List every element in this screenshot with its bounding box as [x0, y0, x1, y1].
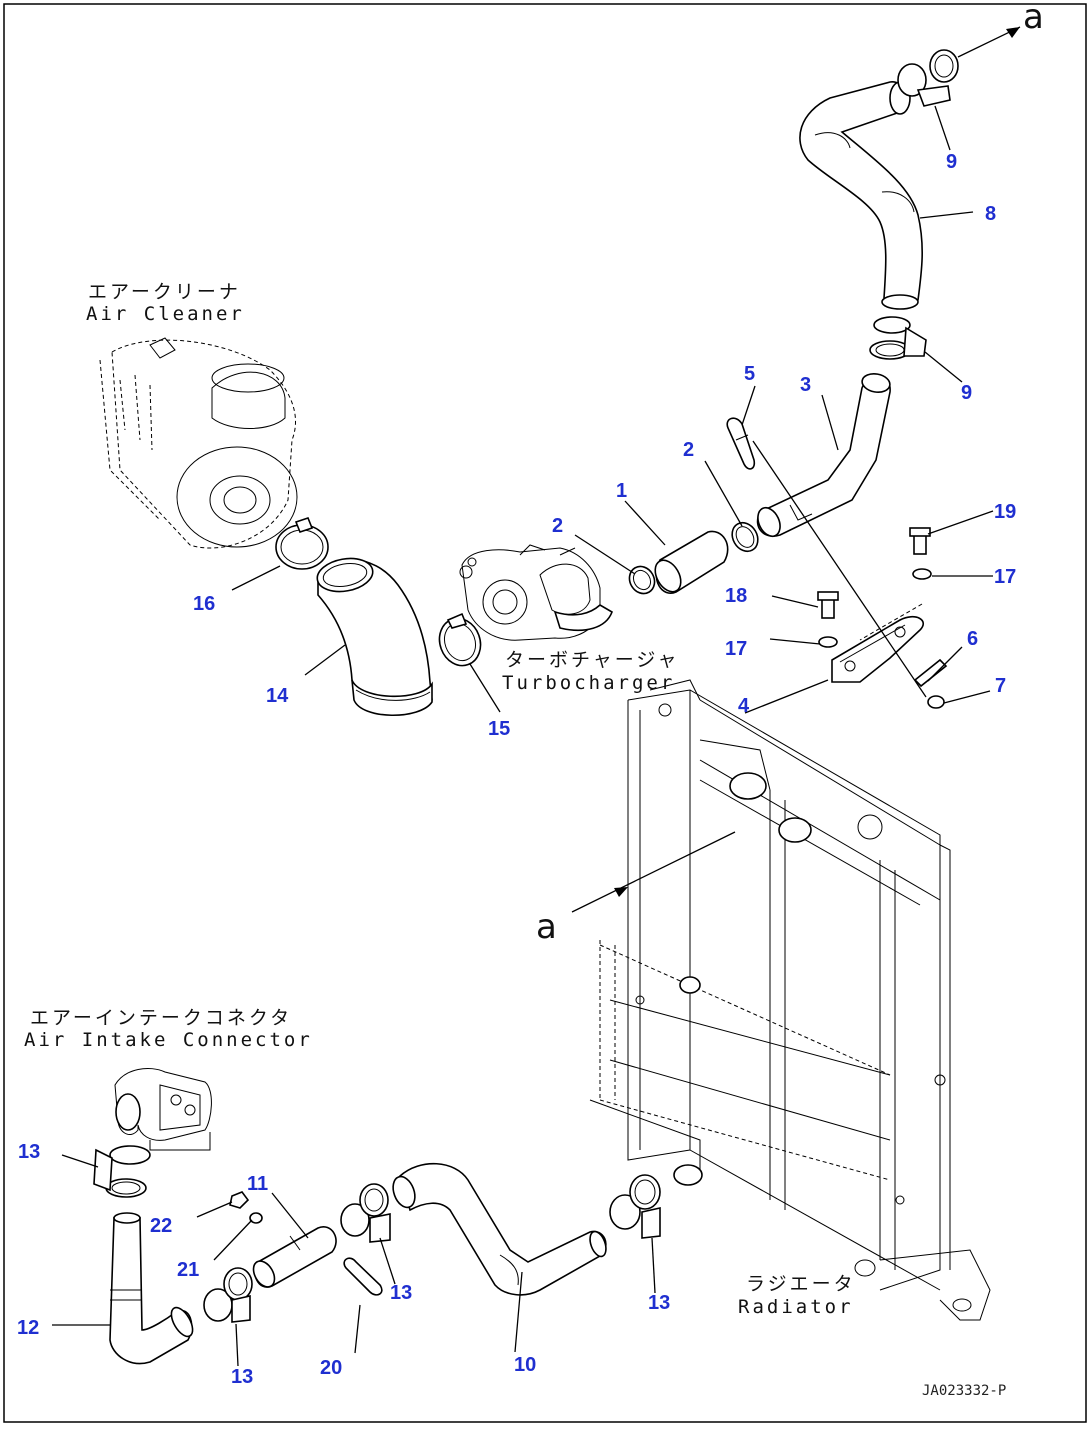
figure-code: JA023332-P: [922, 1383, 1006, 1399]
part-13-clamp-right: [609, 1174, 661, 1239]
turbocharger-label-jp: ターボチャージャ: [505, 649, 679, 671]
part-18-bolt: [817, 591, 839, 619]
part-20-u-bolt: [343, 1257, 383, 1296]
diagram-border: [3, 3, 1087, 1423]
callout-9-mid: 9: [961, 382, 972, 404]
callout-21: 21: [177, 1259, 199, 1281]
part-10-pipe: [392, 1162, 607, 1296]
part-2-clamp-right: [731, 521, 759, 553]
callout-14: 14: [266, 685, 289, 707]
part-9-clamp-top: [897, 49, 959, 107]
callout-20: 20: [320, 1357, 342, 1379]
callout-22: 22: [150, 1215, 172, 1237]
turbocharger-label-en: Turbocharger: [502, 672, 675, 694]
part-2-clamp-left: [628, 565, 656, 595]
air-cleaner-label-en: Air Cleaner: [86, 303, 245, 325]
part-3-tube: [756, 373, 891, 538]
air-cleaner-label-jp: エアークリーナ: [88, 281, 241, 303]
part-13-clamp-upper-left: [93, 1145, 151, 1198]
callout-3: 3: [800, 374, 811, 396]
reference-arrow-mid: [571, 831, 736, 913]
part-7-nut: [927, 695, 945, 709]
part-22-nut: [229, 1191, 250, 1209]
callout-7: 7: [995, 675, 1006, 697]
part-11-tube: [252, 1226, 337, 1288]
part-19-bolt: [909, 527, 931, 555]
air-cleaner-drawing: [99, 337, 298, 549]
part-1-hose: [654, 530, 729, 594]
callout-1: 1: [616, 480, 627, 502]
callout-6: 6: [967, 628, 978, 650]
part-5-u-bolt: [726, 417, 756, 470]
reference-letter-mid: a: [536, 907, 557, 947]
part-16-clamp: [275, 517, 329, 570]
callout-16: 16: [193, 593, 215, 615]
callout-2-right: 2: [683, 439, 694, 461]
radiator-label-jp: ラジエータ: [746, 1273, 856, 1295]
callout-13-lower-left: 13: [231, 1366, 253, 1388]
air-intake-connector-label-en: Air Intake Connector: [24, 1029, 313, 1051]
part-12-elbow-pipe: [109, 1212, 194, 1365]
callout-11: 11: [247, 1173, 268, 1195]
part-4-bracket: [831, 615, 924, 683]
radiator-label-en: Radiator: [738, 1296, 854, 1318]
callout-13-upper-left: 13: [18, 1141, 40, 1163]
callout-19: 19: [994, 501, 1016, 523]
air-intake-connector-label-jp: エアーインテークコネクタ: [30, 1007, 292, 1029]
part-17-washer-upper: [912, 568, 932, 580]
part-6-bolt: [913, 658, 948, 688]
callout-10: 10: [514, 1354, 536, 1376]
callout-13-right: 13: [648, 1292, 670, 1314]
callout-9-top: 9: [946, 151, 957, 173]
turbocharger-drawing: [459, 544, 613, 641]
leader-lines: [52, 105, 994, 1367]
callout-13-middle: 13: [390, 1282, 412, 1304]
callout-2-left: 2: [552, 515, 563, 537]
part-14-elbow-hose: [316, 557, 433, 717]
part-9-clamp-mid: [869, 316, 927, 360]
radiator-drawing: [589, 679, 991, 1321]
callout-8: 8: [985, 203, 996, 225]
part-17-washer-lower: [818, 636, 838, 648]
callout-15: 15: [488, 718, 510, 740]
callout-18: 18: [725, 585, 747, 607]
callout-17-left: 17: [725, 638, 747, 660]
callout-4: 4: [738, 695, 750, 717]
reference-letter-top: a: [1023, 0, 1044, 37]
air-intake-connector-drawing: [114, 1068, 212, 1151]
part-13-clamp-lower-left: [203, 1267, 253, 1323]
part-15-clamp: [438, 612, 482, 667]
part-21-washer: [249, 1212, 263, 1224]
part-13-clamp-middle: [340, 1183, 391, 1243]
part-8-hose: [799, 81, 923, 310]
reference-arrow-top: [957, 26, 1021, 58]
callout-5: 5: [744, 363, 755, 385]
callout-12: 12: [17, 1317, 39, 1339]
callout-17-right: 17: [994, 566, 1016, 588]
